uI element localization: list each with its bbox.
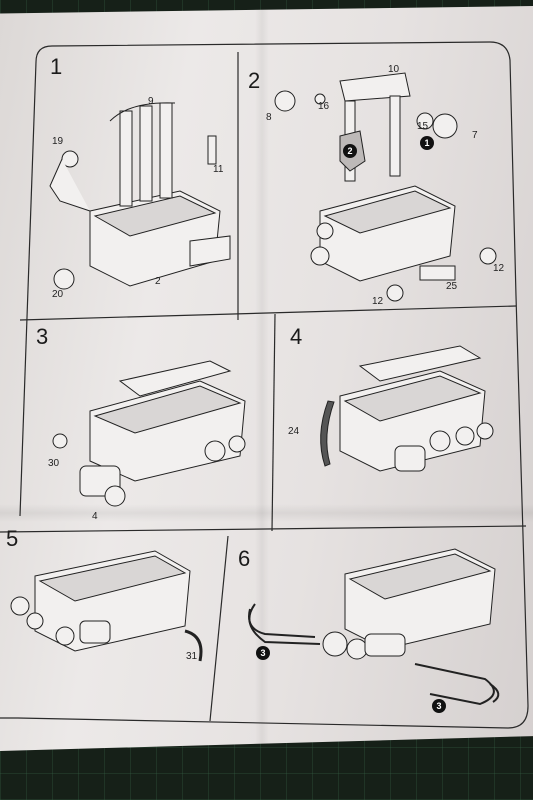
step-1-illustration	[49, 102, 231, 290]
step-2-number: 2	[248, 68, 261, 93]
step-2-part-7: 7	[472, 130, 478, 141]
step-2-part-10: 10	[388, 64, 400, 75]
step-5-number: 5	[6, 526, 19, 551]
step-5-part-31: 31	[186, 651, 198, 662]
step-2-part-25: 25	[446, 281, 458, 292]
step-1-number: 1	[50, 54, 63, 79]
step-1-part-2: 2	[155, 276, 161, 287]
step-2-part-16: 16	[318, 101, 330, 112]
step-4-part-24: 24	[288, 426, 300, 437]
step-6-illustration	[248, 548, 500, 706]
step-2-illustration	[274, 72, 497, 302]
step-1-part-11: 11	[213, 164, 224, 175]
vertical-fold	[255, 6, 269, 751]
step-2-badge-2: 2	[343, 144, 357, 158]
step-1-part-19: 19	[52, 136, 64, 147]
step-2-part-12b: 12	[372, 296, 384, 307]
step-4-illustration	[320, 345, 494, 472]
step-2-part-12a: 12	[493, 263, 505, 274]
step-6-badge-3b: 3	[432, 699, 446, 713]
step-6-badge-3a: 3	[256, 646, 270, 660]
step-2-part-8: 8	[266, 112, 272, 123]
panel-grid	[0, 41, 529, 729]
step-1-part-20: 20	[52, 289, 64, 300]
step-3-number: 3	[36, 324, 49, 349]
step-4-number: 4	[290, 324, 303, 349]
step-1-part-9: 9	[148, 96, 154, 107]
instruction-sheet: 1 9 19 11 2 20 2	[0, 6, 533, 751]
horizontal-fold	[0, 504, 533, 522]
step-6-number: 6	[238, 546, 251, 571]
step-2-badge-1: 1	[420, 136, 434, 150]
step-5-illustration	[10, 550, 203, 662]
step-3-illustration	[52, 360, 246, 507]
step-2-part-15: 15	[417, 121, 429, 132]
step-3-part-30: 30	[48, 458, 60, 469]
step-3-part-4: 4	[92, 511, 98, 522]
